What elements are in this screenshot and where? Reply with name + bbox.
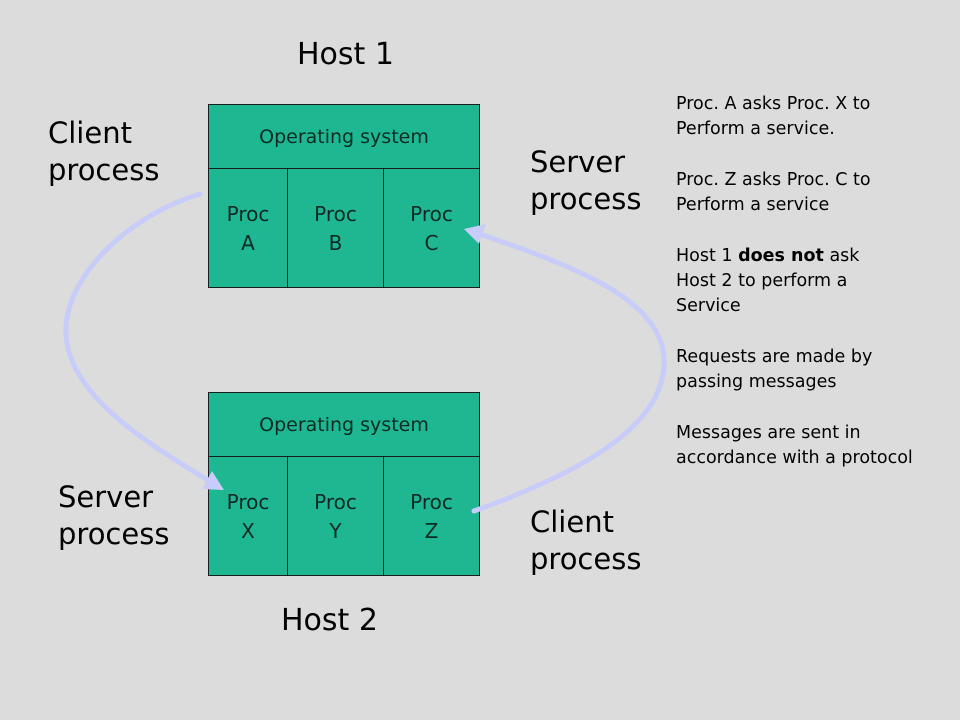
- proc-z-label: Proc: [410, 489, 453, 514]
- proc-z-id: Z: [424, 518, 439, 543]
- note-4-line-2: passing messages: [676, 372, 837, 393]
- arrow-z-to-c-line: [471, 230, 667, 514]
- host-1-operating-system: Operating system: [209, 105, 479, 169]
- proc-c-label: Proc: [410, 201, 453, 226]
- host-2-title: Host 2: [281, 603, 378, 638]
- note-3-line-3: Service: [676, 296, 741, 317]
- host-1-title: Host 1: [297, 37, 394, 72]
- note-5: Messages are sent in accordance with a p…: [676, 421, 951, 472]
- note-5-line-2: accordance with a protocol: [676, 448, 913, 469]
- note-3-prefix: Host 1: [676, 245, 739, 266]
- note-5-line-1: Messages are sent in: [676, 422, 861, 443]
- host-2-client-process-label: Client process: [530, 505, 642, 576]
- host-2-server-process-label: Server process: [58, 480, 170, 551]
- proc-b-id: B: [328, 230, 343, 255]
- proc-y-id: Y: [329, 518, 342, 543]
- note-3-emphasis: does not: [738, 245, 824, 266]
- proc-x-label: Proc: [226, 489, 270, 514]
- arrow-a-to-x-line: [63, 191, 214, 485]
- host-1-client-process-label: Client process: [48, 116, 160, 187]
- note-1: Proc. A asks Proc. X to Perform a servic…: [676, 92, 951, 143]
- proc-a-label: Proc: [226, 201, 270, 226]
- note-2-line-1: Proc. Z asks Proc. C to: [676, 169, 871, 190]
- explanation-notes: Proc. A asks Proc. X to Perform a servic…: [676, 92, 951, 471]
- proc-y-label: Proc: [314, 489, 357, 514]
- note-4: Requests are made by passing messages: [676, 345, 951, 396]
- note-3-line-2: Host 2 to perform a: [676, 271, 848, 292]
- note-2: Proc. Z asks Proc. C to Perform a servic…: [676, 168, 951, 219]
- host-1-server-process-label: Server process: [530, 145, 642, 216]
- proc-c-id: C: [424, 230, 439, 255]
- note-3: Host 1 does not ask Host 2 to perform a …: [676, 244, 951, 320]
- note-3-suffix: ask: [823, 245, 860, 266]
- note-1-line-1: Proc. A asks Proc. X to: [676, 94, 871, 114]
- host-2-operating-system: Operating system: [209, 393, 479, 457]
- proc-a-id: A: [241, 230, 255, 255]
- proc-x-id: X: [241, 518, 255, 543]
- proc-b-label: Proc: [314, 201, 357, 226]
- note-4-line-1: Requests are made by: [676, 346, 873, 367]
- note-1-line-2: Perform a service.: [676, 119, 835, 140]
- note-2-line-2: Perform a service: [676, 195, 830, 216]
